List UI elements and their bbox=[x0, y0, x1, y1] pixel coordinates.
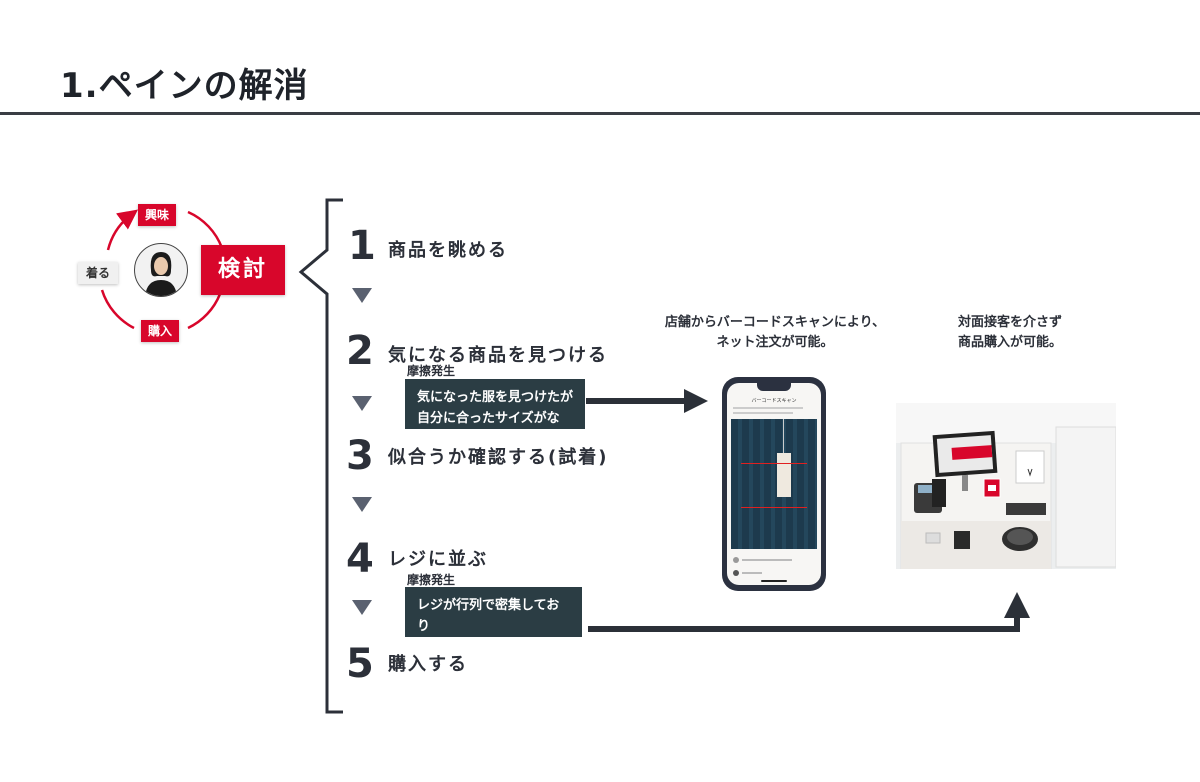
right-arrow-icon bbox=[684, 389, 708, 413]
friction-label: 摩擦発生 bbox=[407, 364, 456, 378]
friction-box: 気になった服を見つけたが 自分に合ったサイズがない。 bbox=[405, 379, 585, 447]
caption-line: 店舗からバーコードスキャンにより、 bbox=[664, 315, 886, 330]
cycle-consider-tag: 検討 bbox=[201, 245, 285, 295]
friction-label: 摩擦発生 bbox=[407, 573, 456, 587]
step-label: 似合うか確認する(試着) bbox=[388, 447, 609, 468]
customer-avatar bbox=[134, 243, 188, 297]
caption-line: ネット注文が可能。 bbox=[716, 335, 834, 350]
friction-box: レジが行列で密集しており 並びたくない。 bbox=[405, 587, 582, 655]
phone-screen: バーコードスキャン bbox=[727, 383, 821, 585]
down-arrow-icon bbox=[352, 497, 372, 512]
phone-mockup: バーコードスキャン bbox=[722, 377, 826, 591]
person-icon bbox=[145, 252, 177, 296]
friction-text: 気になった服を見つけたが bbox=[417, 390, 574, 405]
price-tag bbox=[777, 453, 791, 497]
counter-caption: 対面接客を介さず 商品購入が可能。 bbox=[910, 313, 1110, 353]
step-label: 購入する bbox=[388, 654, 468, 675]
connector-arrows bbox=[586, 389, 1030, 632]
friction-text: レジが行列で密集しており bbox=[417, 598, 560, 634]
self-checkout-photo bbox=[896, 403, 1116, 569]
caption-line: 商品購入が可能。 bbox=[957, 335, 1062, 350]
cycle-arrows bbox=[100, 209, 224, 330]
down-arrow-icon bbox=[352, 288, 372, 303]
scan-caption: 店舗からバーコードスキャンにより、 ネット注文が可能。 bbox=[650, 313, 900, 353]
camera-view bbox=[731, 419, 817, 549]
cycle-wear-tag: 着る bbox=[78, 262, 118, 284]
step-number: 2 bbox=[346, 328, 374, 374]
cycle-purchase-tag: 購入 bbox=[141, 320, 179, 342]
step-number: 3 bbox=[346, 433, 374, 479]
cycle-interest-tag: 興味 bbox=[138, 204, 176, 226]
friction-text: 並びたくない。 bbox=[417, 640, 509, 655]
steps-bracket bbox=[298, 198, 343, 714]
step-label: 商品を眺める bbox=[388, 240, 508, 261]
down-arrow-icon bbox=[352, 396, 372, 411]
friction-text: 自分に合ったサイズがない。 bbox=[417, 411, 560, 447]
caption-line: 対面接客を介さず bbox=[957, 315, 1062, 330]
step-number: 4 bbox=[346, 536, 374, 582]
step-number: 5 bbox=[346, 641, 374, 687]
up-arrow-icon bbox=[1004, 592, 1030, 618]
page-title: 1.ペインの解消 bbox=[60, 66, 309, 106]
down-arrow-icon bbox=[352, 600, 372, 615]
step-label: レジに並ぶ bbox=[388, 549, 488, 570]
title-divider bbox=[0, 112, 1200, 115]
step-number: 1 bbox=[348, 223, 376, 269]
step-label: 気になる商品を見つける bbox=[388, 345, 608, 366]
phone-header: バーコードスキャン bbox=[751, 398, 797, 404]
